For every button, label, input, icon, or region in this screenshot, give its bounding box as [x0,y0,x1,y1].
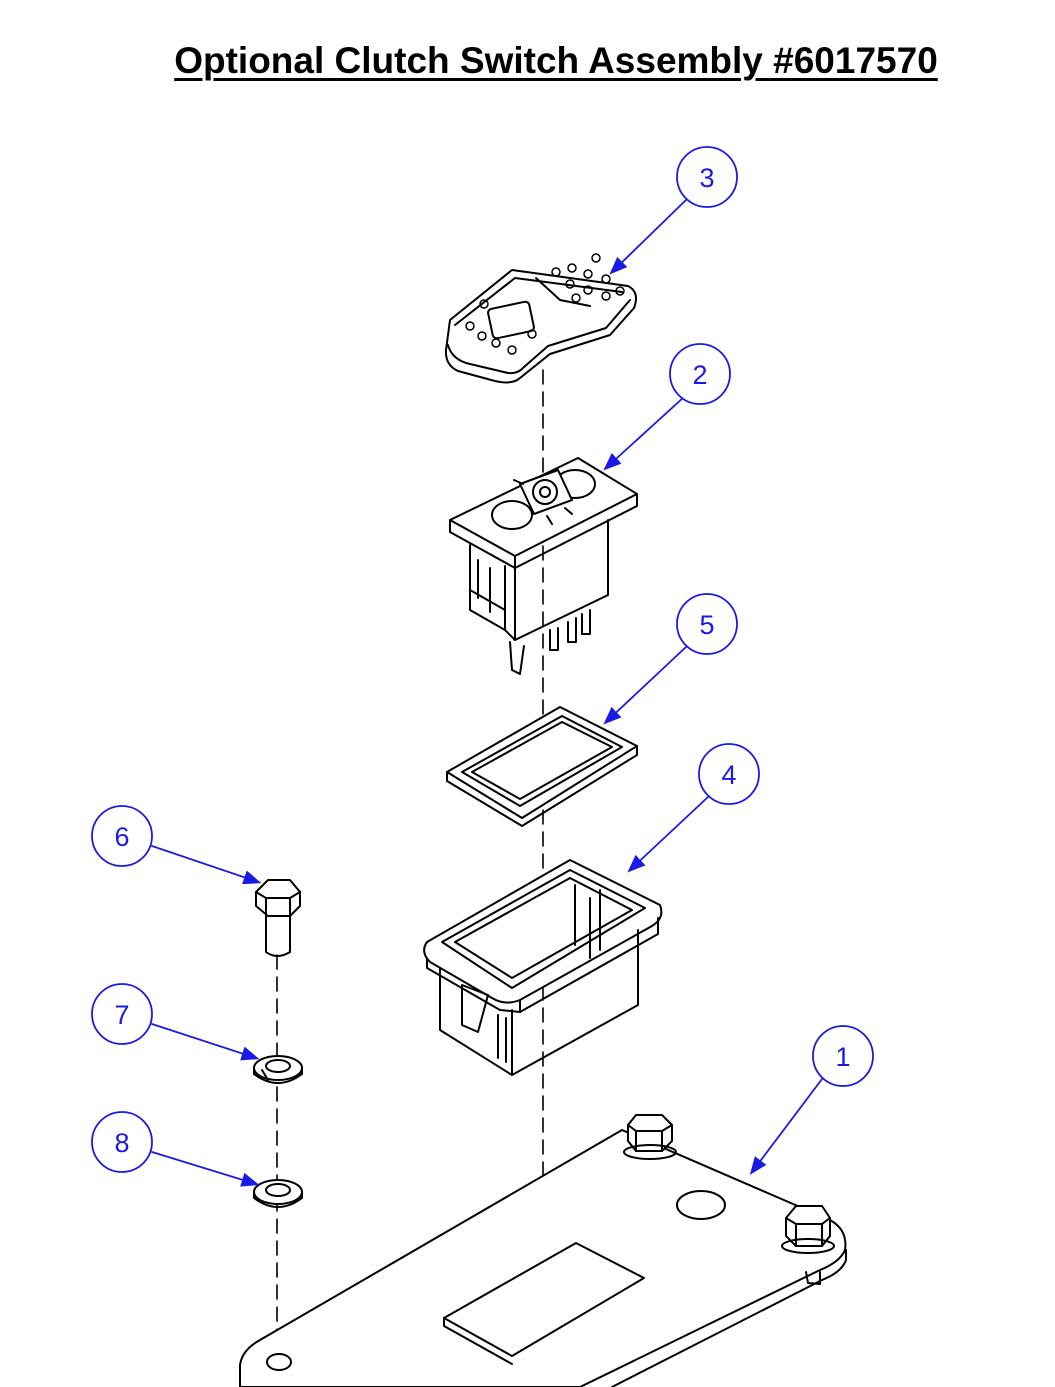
leader-arrow-1 [749,1078,823,1175]
callout-4-circle [698,743,760,805]
leader-arrow-4 [627,796,709,873]
callout-1-label: 1 [835,1042,850,1072]
flat-washer [253,1179,303,1208]
leader-arrow-7 [151,1023,260,1061]
callout-8-label: 8 [114,1128,129,1158]
gasket [446,706,638,827]
callout-1-circle [812,1025,874,1087]
callout-8-circle [91,1111,153,1173]
hex-bolt [255,879,301,957]
leader-arrow-6 [151,845,262,885]
leader-arrow-3 [609,199,687,275]
callout-6-circle [91,805,153,867]
callout-2-circle [669,343,731,405]
leader-arrow-8 [151,1151,260,1187]
switch-bezel-housing [423,859,663,1076]
leader-arrow-2 [603,396,685,471]
callout-5-circle [676,593,738,655]
callout-3-label: 3 [699,163,714,193]
callout-7-circle [91,983,153,1045]
callout-7-label: 7 [114,1000,129,1030]
callout-6-label: 6 [114,822,129,852]
callout-5-label: 5 [699,610,714,640]
mounting-plate [239,1114,847,1387]
callout-3-circle [676,146,738,208]
callout-4-label: 4 [721,760,736,790]
rocker-switch-body [449,457,638,675]
switch-actuator-cap [444,253,637,384]
callout-2-label: 2 [692,360,707,390]
leader-arrow-5 [603,646,687,725]
page-title: Optional Clutch Switch Assembly #6017570 [174,40,938,81]
lock-washer [253,1055,303,1084]
